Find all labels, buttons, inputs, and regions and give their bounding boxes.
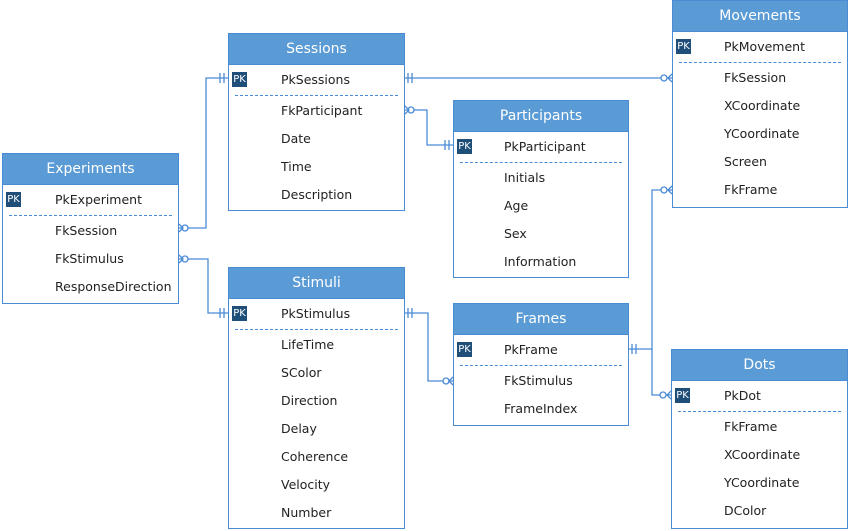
entity-title: Stimuli <box>229 268 404 299</box>
field: Initials <box>504 170 546 185</box>
pk-row: PK PkDot <box>672 381 847 411</box>
field: XCoordinate <box>724 447 801 462</box>
field: FkParticipant <box>281 103 363 118</box>
pk-row: PK PkMovement <box>673 32 847 62</box>
field: YCoordinate <box>724 475 800 490</box>
field: FrameIndex <box>504 401 578 416</box>
rel-sessions-participants <box>405 109 453 146</box>
entity-experiments[interactable]: Experiments PK PkExperiment FkSession Fk… <box>2 153 179 304</box>
field: FkFrame <box>724 182 778 197</box>
divider <box>679 62 841 63</box>
pk-badge: PK <box>457 139 472 154</box>
field: Information <box>504 254 577 269</box>
field: Description <box>281 187 353 202</box>
field: Screen <box>724 154 767 169</box>
field: LifeTime <box>281 337 335 352</box>
field: FkSession <box>55 223 118 238</box>
rel-stimuli-frames <box>405 312 453 382</box>
field: Direction <box>281 393 338 408</box>
field: ResponseDirection <box>55 279 172 294</box>
entity-title: Frames <box>454 304 628 335</box>
entity-title: Sessions <box>229 34 404 65</box>
pk-field: PkSessions <box>281 72 350 87</box>
field: FkStimulus <box>55 251 124 266</box>
field: Velocity <box>281 477 331 492</box>
pk-row: PK PkStimulus <box>229 299 404 329</box>
pk-badge: PK <box>232 306 247 321</box>
divider <box>235 329 398 330</box>
field: Coherence <box>281 449 349 464</box>
pk-field: PkMovement <box>724 39 805 54</box>
entity-participants[interactable]: Participants PK PkParticipant Initials A… <box>453 100 629 278</box>
field: FkFrame <box>724 419 778 434</box>
field: Age <box>504 198 529 213</box>
pk-badge: PK <box>232 72 247 87</box>
divider <box>235 95 398 96</box>
pk-row: PK PkParticipant <box>454 132 628 162</box>
pk-field: PkParticipant <box>504 139 586 154</box>
divider <box>460 162 622 163</box>
rel-frames-movements <box>629 189 672 350</box>
pk-row: PK PkExperiment <box>3 185 178 215</box>
pk-badge: PK <box>676 39 691 54</box>
pk-field: PkStimulus <box>281 306 351 321</box>
field: Time <box>281 159 312 174</box>
rel-experiments-sessions <box>179 77 228 229</box>
field: XCoordinate <box>724 98 801 113</box>
pk-row: PK PkFrame <box>454 335 628 365</box>
pk-badge: PK <box>457 342 472 357</box>
field: FkSession <box>724 70 787 85</box>
pk-badge: PK <box>6 192 21 207</box>
field: Date <box>281 131 311 146</box>
pk-field: PkDot <box>724 388 761 403</box>
entity-title: Movements <box>673 1 847 32</box>
divider <box>9 215 172 216</box>
entity-sessions[interactable]: Sessions PK PkSessions FkParticipant Dat… <box>228 33 405 211</box>
entity-movements[interactable]: Movements PK PkMovement FkSession XCoord… <box>672 0 848 208</box>
field: YCoordinate <box>724 126 800 141</box>
field: Delay <box>281 421 317 436</box>
field: FkStimulus <box>504 373 573 388</box>
entity-title: Experiments <box>3 154 178 185</box>
pk-row: PK PkSessions <box>229 65 404 95</box>
entity-title: Dots <box>672 350 847 381</box>
field: Number <box>281 505 332 520</box>
entity-title: Participants <box>454 101 628 132</box>
field: SColor <box>281 365 322 380</box>
pk-field: PkExperiment <box>55 192 142 207</box>
entity-frames[interactable]: Frames PK PkFrame FkStimulus FrameIndex <box>453 303 629 426</box>
entity-dots[interactable]: Dots PK PkDot FkFrame XCoordinate YCoord… <box>671 349 848 529</box>
pk-badge: PK <box>675 388 690 403</box>
divider <box>678 411 841 412</box>
field: Sex <box>504 226 527 241</box>
divider <box>460 365 622 366</box>
rel-experiments-stimuli <box>179 258 228 314</box>
entity-stimuli[interactable]: Stimuli PK PkStimulus LifeTime SColor Di… <box>228 267 405 529</box>
field: DColor <box>724 503 767 518</box>
pk-field: PkFrame <box>504 342 558 357</box>
rel-frames-dots <box>651 349 671 396</box>
